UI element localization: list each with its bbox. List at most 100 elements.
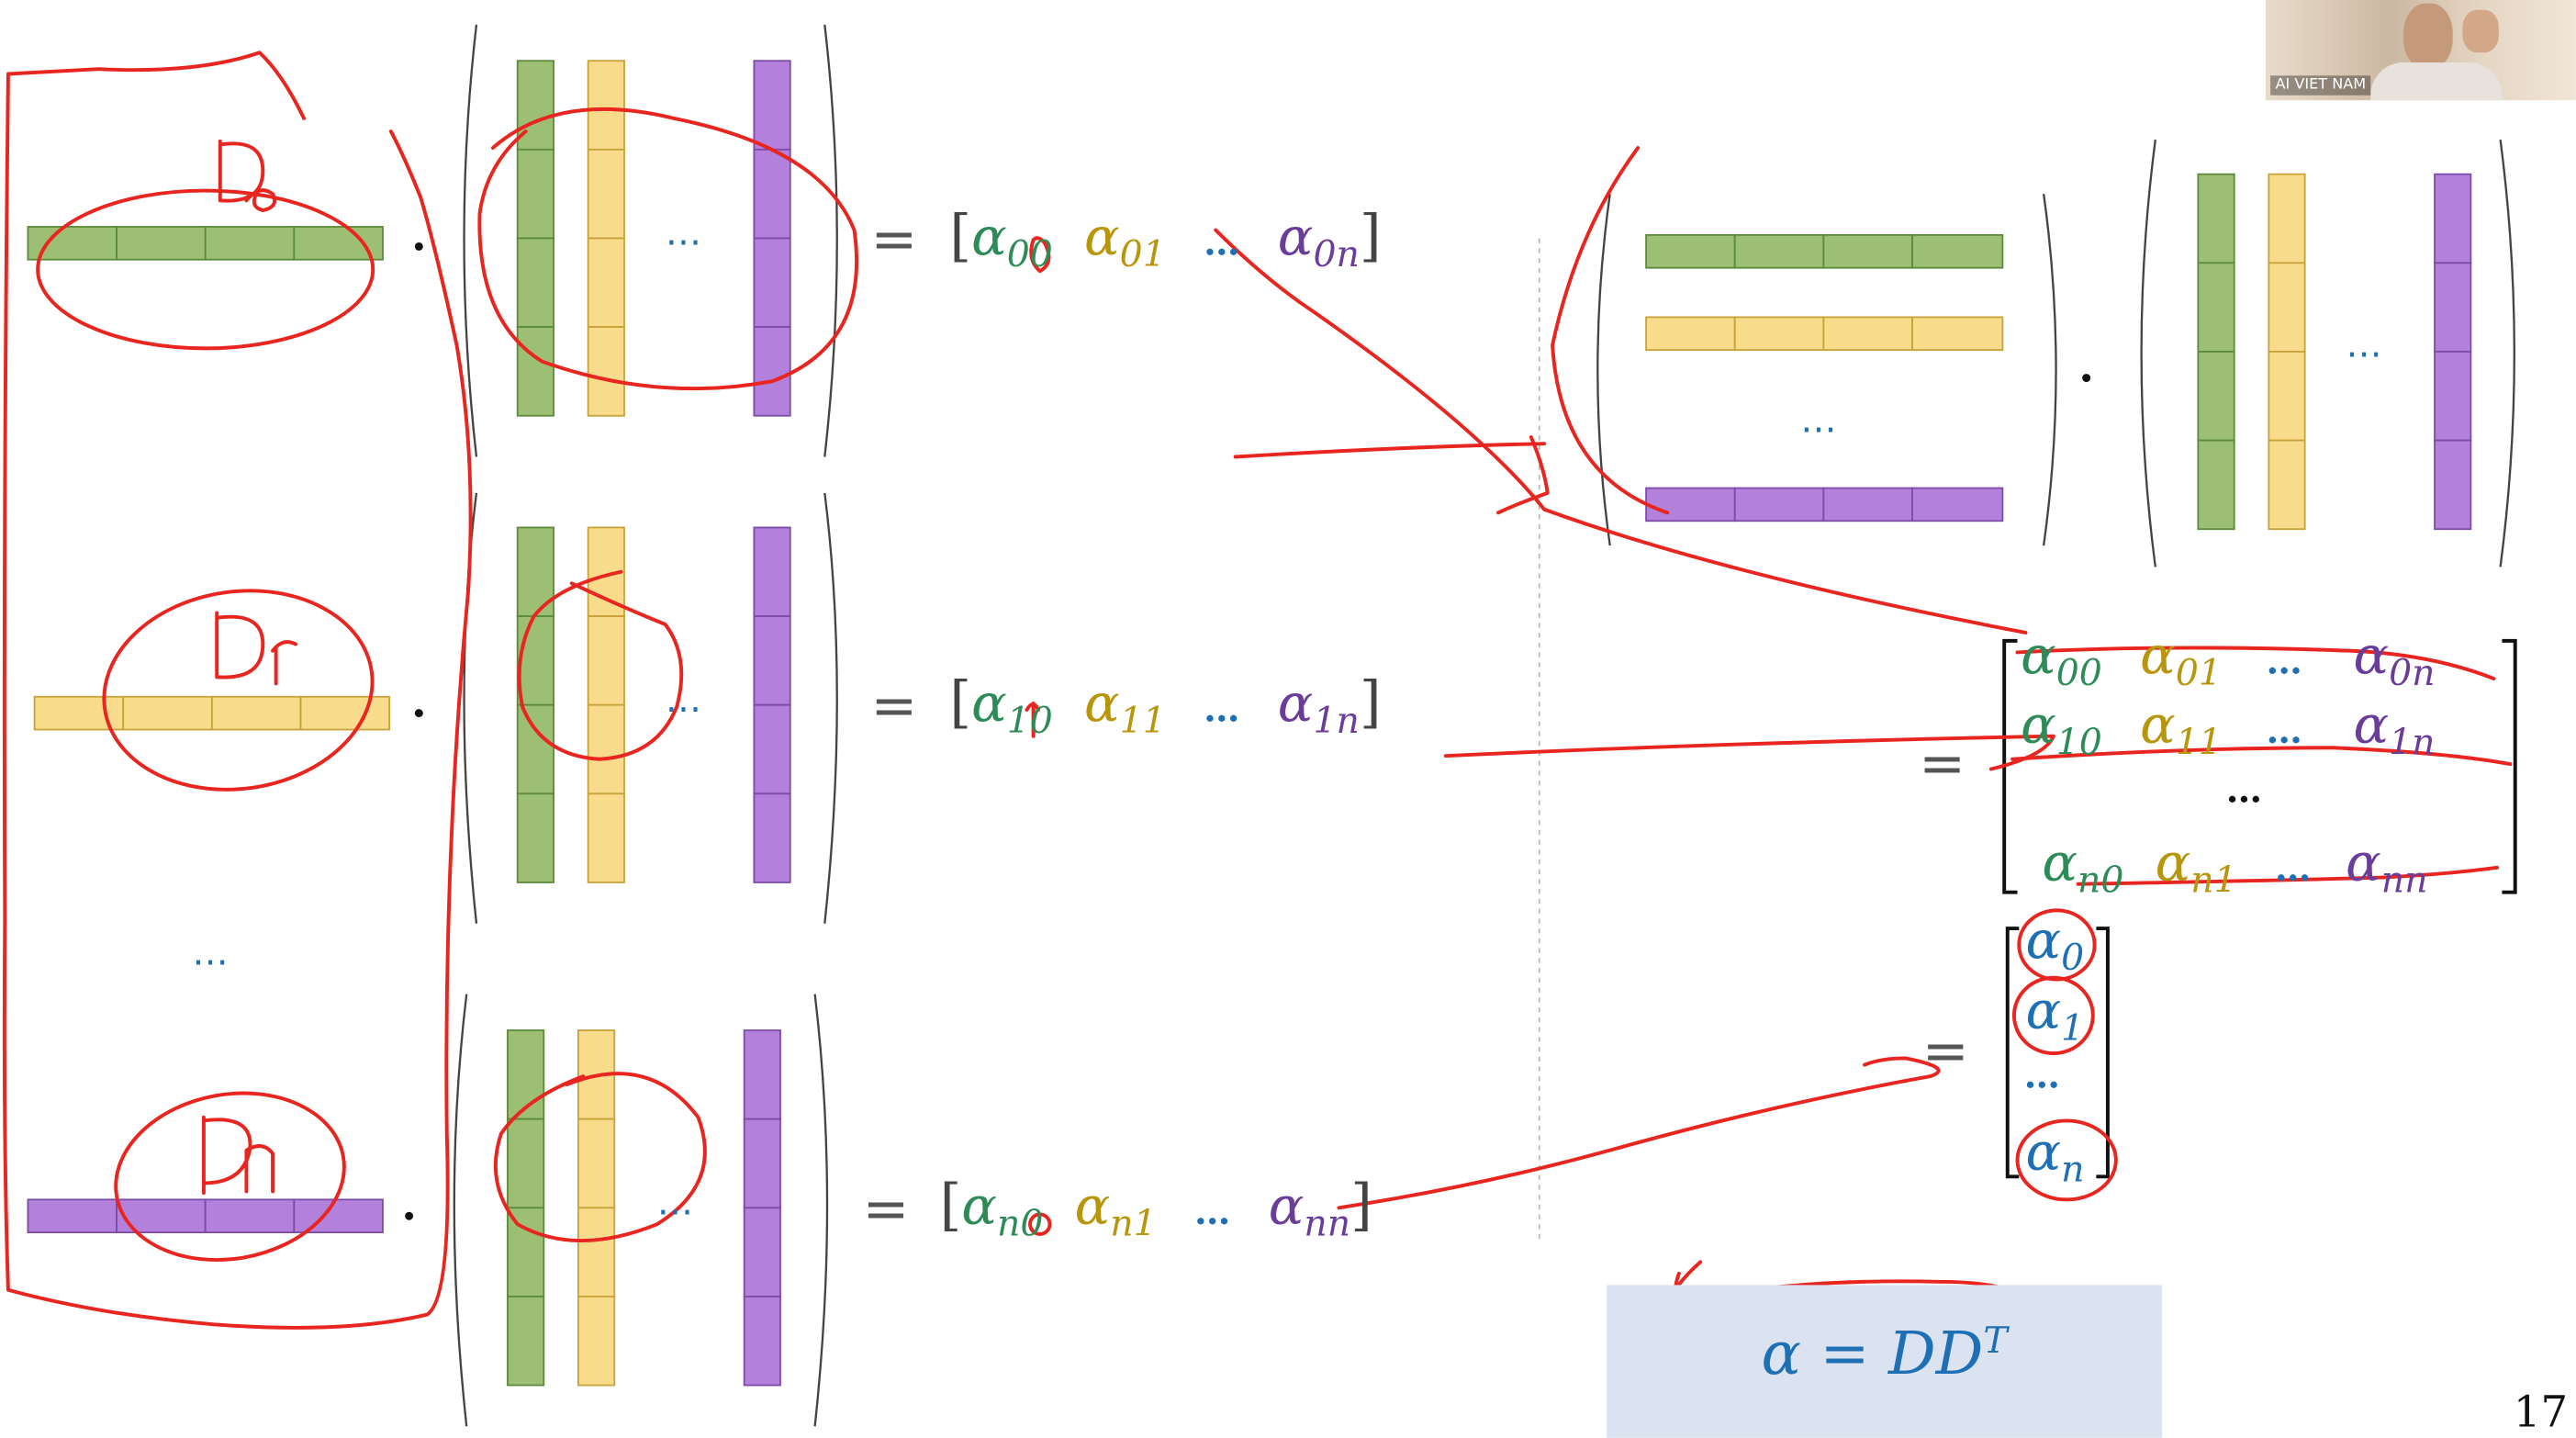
alpha: α bbox=[2353, 693, 2390, 757]
matrix-ellipsis: … bbox=[665, 680, 703, 722]
subscript: n bbox=[2061, 1150, 2085, 1192]
dot-operator bbox=[2082, 374, 2091, 383]
subscript: 0n bbox=[2389, 654, 2436, 695]
formula-op: = bbox=[1820, 1320, 1870, 1389]
alpha: α bbox=[2025, 979, 2062, 1042]
vector-entry-n: αn bbox=[2025, 1120, 2084, 1191]
bracket-left: [ bbox=[949, 670, 972, 736]
alpha: α bbox=[2042, 831, 2078, 894]
ellipsis: … bbox=[2275, 848, 2312, 891]
subscript: 1 bbox=[2061, 1008, 2085, 1050]
subscript: 1n bbox=[2389, 723, 2436, 765]
alpha: α bbox=[2021, 693, 2056, 757]
subscript: n0 bbox=[997, 1204, 1044, 1246]
webcam-label: AI VIET NAM bbox=[2270, 75, 2371, 95]
subscript: 10 bbox=[2055, 723, 2102, 765]
subscript: 01 bbox=[1119, 234, 1166, 276]
subscript: 11 bbox=[2175, 723, 2222, 765]
matrix-ellipsis: … bbox=[1800, 400, 1839, 443]
result-row-n: αn0 αn1 … αnn bbox=[2042, 831, 2427, 902]
alpha: α bbox=[971, 205, 1007, 268]
equals-sign: = bbox=[1921, 1018, 1969, 1085]
red-ink-annotations bbox=[2, 51, 2513, 1423]
equals-sign: = bbox=[870, 207, 918, 274]
subscript: 10 bbox=[1006, 702, 1053, 743]
vector-brackets bbox=[2005, 927, 2110, 1179]
ellipsis: … bbox=[2266, 710, 2302, 753]
alpha: α bbox=[1084, 205, 1120, 268]
alpha: α bbox=[1277, 671, 1314, 735]
formula-box: α = DDT bbox=[1607, 1285, 2162, 1438]
formula-text: α = DDT bbox=[1607, 1321, 2162, 1388]
subscript: n1 bbox=[1110, 1204, 1157, 1246]
dot-operator bbox=[414, 242, 423, 251]
formula-lhs: α bbox=[1761, 1320, 1802, 1389]
presenter-face bbox=[2403, 3, 2453, 70]
row-equation-1: [α10 α11 … α1n] bbox=[949, 670, 1381, 743]
ellipsis: … bbox=[2023, 1054, 2061, 1098]
row-vector-d0 bbox=[27, 226, 384, 261]
alpha: α bbox=[1084, 671, 1120, 735]
matrix-d-transpose bbox=[2140, 139, 2515, 567]
presenter-hand bbox=[2462, 9, 2499, 53]
row-equation-n: [αn0 αn1 … αnn] bbox=[940, 1174, 1372, 1246]
bracket-left: [ bbox=[939, 1173, 962, 1240]
alpha: α bbox=[2155, 831, 2191, 894]
matrix-ellipsis: … bbox=[2346, 325, 2384, 367]
left-ellipsis: … bbox=[192, 933, 230, 975]
dot-operator bbox=[414, 709, 423, 718]
alpha: α bbox=[971, 671, 1007, 735]
equals-sign: = bbox=[870, 673, 918, 740]
alpha: α bbox=[1074, 1174, 1111, 1238]
formula-sup: T bbox=[1983, 1320, 2008, 1363]
result-row-1: α10 α11 … α1n bbox=[2021, 693, 2435, 764]
alpha: α bbox=[2346, 831, 2381, 894]
row-vector-dn bbox=[27, 1198, 384, 1234]
webcam-thumbnail[interactable]: AI VIET NAM bbox=[2265, 0, 2576, 101]
bracket-right: ] bbox=[1359, 203, 1382, 270]
alpha: α bbox=[2140, 624, 2176, 688]
alpha: α bbox=[1277, 205, 1314, 268]
ellipsis: … bbox=[2266, 640, 2302, 684]
row-vector-d1 bbox=[33, 695, 391, 731]
ellipsis: … bbox=[1204, 688, 1240, 732]
vector-entry-1: α1 bbox=[2025, 980, 2084, 1050]
subscript: 1n bbox=[1313, 702, 1360, 743]
vector-ellipsis: … bbox=[2024, 1055, 2060, 1098]
alpha: α bbox=[2025, 1120, 2062, 1184]
vector-entry-0: α0 bbox=[2025, 909, 2084, 980]
subscript: 0 bbox=[2061, 938, 2085, 980]
result-row-0: α00 α01 … α0n bbox=[2021, 624, 2435, 695]
ellipsis: … bbox=[1204, 221, 1240, 265]
bracket-right: ] bbox=[1359, 670, 1382, 736]
alpha: α bbox=[2140, 693, 2176, 757]
subscript: n0 bbox=[2078, 860, 2124, 903]
bracket-left: [ bbox=[949, 203, 972, 270]
dot-operator bbox=[405, 1211, 414, 1220]
subscript: 00 bbox=[1006, 234, 1053, 276]
matrix-ellipsis: … bbox=[665, 213, 703, 255]
page-number: 17 bbox=[2513, 1388, 2569, 1438]
subscript: 11 bbox=[1119, 702, 1166, 743]
row-equation-0: [α00 α01 … α0n] bbox=[949, 204, 1381, 276]
alpha: α bbox=[2353, 624, 2390, 688]
matrix-d bbox=[1596, 193, 2057, 546]
subscript: nn bbox=[2380, 860, 2428, 903]
subscript: n1 bbox=[2190, 860, 2237, 903]
alpha: α bbox=[1268, 1174, 1305, 1238]
result-row-ellipsis: … bbox=[2226, 769, 2262, 812]
subscript: 00 bbox=[2055, 654, 2102, 695]
subscript: 01 bbox=[2175, 654, 2222, 695]
subscript: nn bbox=[1304, 1204, 1351, 1246]
alpha: α bbox=[961, 1174, 998, 1238]
alpha: α bbox=[2025, 908, 2062, 972]
bracket-right: ] bbox=[1350, 1173, 1372, 1240]
equals-sign: = bbox=[862, 1176, 910, 1242]
subscript: 0n bbox=[1313, 234, 1360, 276]
column-matrix-3 bbox=[453, 994, 829, 1427]
alpha: α bbox=[2021, 624, 2056, 688]
formula-rhs: DD bbox=[1888, 1320, 1984, 1389]
presenter-shirt bbox=[2370, 62, 2503, 101]
